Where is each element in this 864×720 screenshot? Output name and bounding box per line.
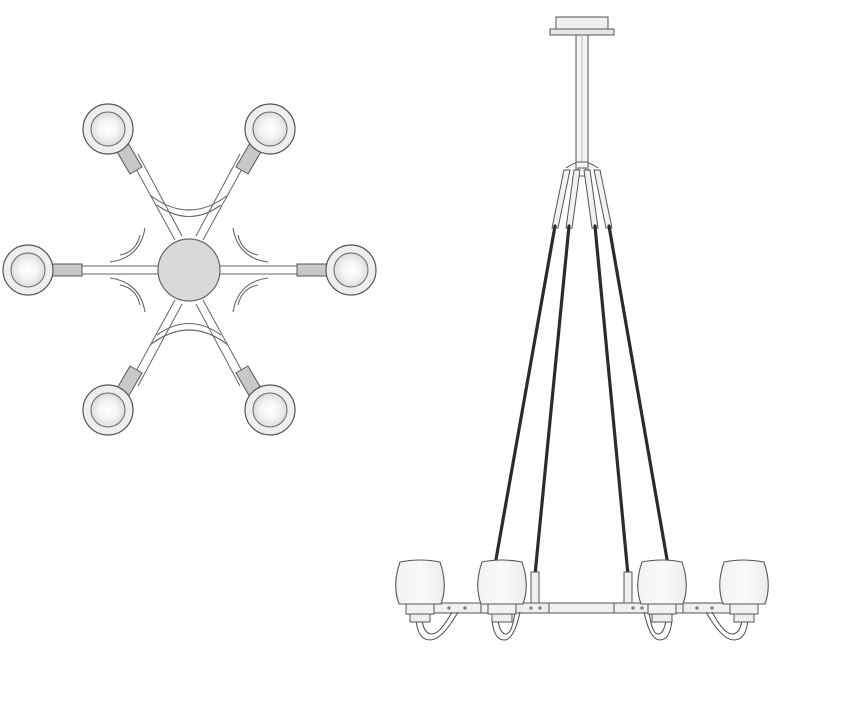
shade-plan-left bbox=[2, 244, 54, 296]
shade-elevation-2 bbox=[477, 559, 527, 623]
side-view-elevation bbox=[395, 16, 769, 641]
suspension-rods bbox=[493, 224, 670, 577]
horizontal-bar bbox=[431, 602, 733, 614]
shade-elevation-1 bbox=[395, 559, 445, 623]
top-view-plan bbox=[2, 103, 377, 436]
shade-elevation-3 bbox=[637, 559, 687, 623]
arm-curves bbox=[109, 194, 269, 346]
shade-elevation-4 bbox=[719, 559, 769, 623]
ceiling-canopy bbox=[549, 16, 615, 36]
shade-plan-top-right bbox=[244, 103, 296, 155]
shade-plan-bottom-left bbox=[82, 384, 134, 436]
down-rod bbox=[575, 34, 589, 164]
arm-hooks bbox=[415, 611, 749, 641]
shade-plan-right bbox=[325, 244, 377, 296]
lower-sleeves bbox=[530, 571, 633, 607]
crown-hub bbox=[565, 161, 599, 177]
shade-plan-top-left bbox=[82, 103, 134, 155]
upper-sleeves bbox=[551, 169, 613, 229]
shade-plan-bottom-right bbox=[244, 384, 296, 436]
center-hub bbox=[157, 238, 221, 302]
arm-lines bbox=[80, 153, 298, 387]
